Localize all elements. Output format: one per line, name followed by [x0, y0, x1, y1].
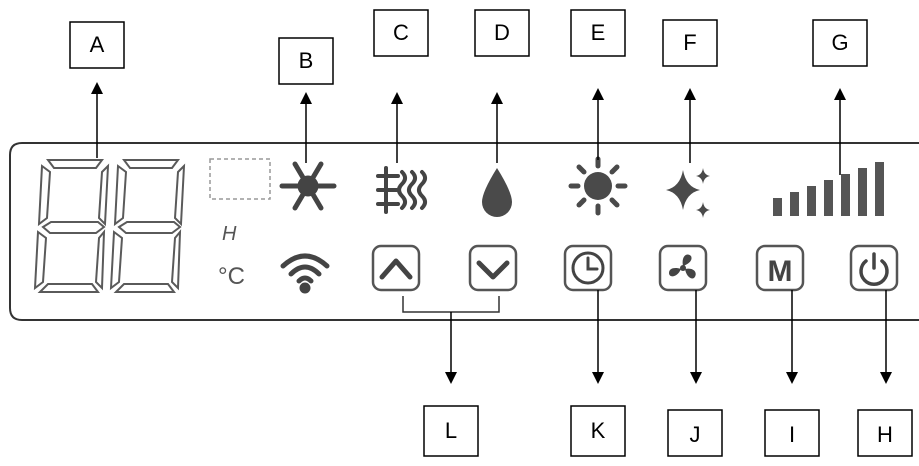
celsius-unit: °C: [218, 263, 245, 290]
callout-c: C: [393, 20, 409, 45]
callout-k: K: [591, 418, 606, 443]
callout-h: H: [877, 422, 893, 447]
up-button[interactable]: [371, 244, 421, 292]
blank-indicator: [209, 158, 271, 200]
snowflake-icon: [279, 161, 337, 211]
callout-box-k: [570, 405, 626, 457]
callout-box-b: [278, 37, 334, 85]
clock-icon: [571, 251, 605, 285]
callout-box-d: [474, 9, 530, 57]
callout-a: A: [90, 32, 105, 57]
sparkle-icon: [666, 168, 710, 218]
callout-box-a: [69, 21, 125, 69]
callout-f: F: [683, 30, 696, 55]
mode-button[interactable]: M: [755, 244, 805, 292]
wifi-icon: [280, 253, 330, 294]
callout-b: B: [299, 48, 314, 73]
callout-box-l: [423, 405, 479, 457]
power-button[interactable]: [849, 244, 899, 292]
sun-icon: [568, 156, 628, 216]
callout-l: L: [445, 418, 457, 443]
mode-letter: M: [768, 255, 793, 288]
defrost-icon: [376, 166, 427, 214]
temperature-digits: [33, 159, 186, 293]
callout-box-c: [373, 9, 429, 57]
signal-bars-icon: [773, 162, 884, 216]
power-icon: [859, 252, 889, 286]
bottom-arrows: [445, 290, 892, 384]
display-panel: [9, 142, 919, 321]
callout-box-e: [570, 9, 626, 57]
fan-icon: [669, 254, 696, 279]
callout-d: D: [494, 20, 510, 45]
callout-box-j: [667, 409, 723, 457]
callout-e: E: [591, 20, 606, 45]
chevron-up-icon: [379, 258, 413, 280]
fan-button[interactable]: [658, 244, 708, 292]
callout-box-g: [812, 19, 868, 67]
callout-box-f: [662, 19, 718, 67]
down-button[interactable]: [468, 244, 518, 292]
water-drop-icon: [482, 168, 512, 217]
callout-i: I: [789, 422, 795, 447]
chevron-down-icon: [476, 260, 510, 280]
top-arrows: [91, 82, 846, 175]
callout-j: J: [690, 422, 701, 447]
callout-g: G: [831, 30, 848, 55]
humidity-letter: H: [222, 223, 237, 245]
callout-box-h: [857, 409, 913, 457]
timer-button[interactable]: [563, 244, 613, 292]
callout-box-i: [764, 409, 820, 457]
l-bracket: [402, 296, 500, 313]
